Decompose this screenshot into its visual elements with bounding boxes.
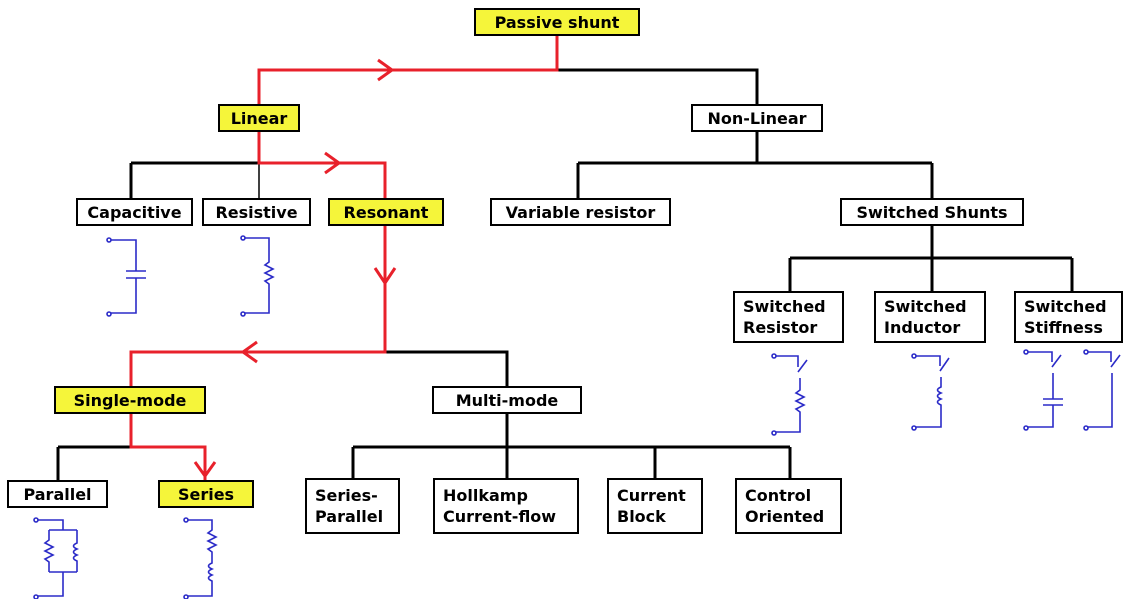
node-control-oriented-line2: Oriented <box>745 507 825 526</box>
path-linear-resonant <box>257 131 387 199</box>
switched-resistor-icon <box>771 353 808 436</box>
node-resonant: Resonant <box>328 198 444 226</box>
arrow-to-resonant-icon <box>324 151 342 175</box>
node-current-block: Current Block <box>607 478 703 534</box>
node-hollkamp-line2: Current-flow <box>443 507 557 526</box>
node-capacitive: Capacitive <box>76 198 193 226</box>
node-switched-stiffness-line2: Stiffness <box>1024 318 1103 337</box>
switch-icon <box>1083 349 1121 431</box>
node-variable-resistor: Variable resistor <box>490 198 671 226</box>
path-singlemode-series <box>129 414 207 480</box>
node-parallel: Parallel <box>7 480 108 508</box>
arrow-down-resonant-icon <box>373 267 397 286</box>
highlighted-path <box>129 34 559 480</box>
node-series: Series <box>158 480 254 508</box>
node-series-parallel: Series- Parallel <box>305 478 400 534</box>
node-switched-resistor-line2: Resistor <box>743 318 818 337</box>
circuit-icons <box>33 235 1121 599</box>
node-switched-resistor-line1: Switched <box>743 297 826 316</box>
node-current-block-line1: Current <box>617 486 686 505</box>
connector-lines <box>56 68 1074 480</box>
node-current-block-line2: Block <box>617 507 666 526</box>
arrow-to-series-icon <box>193 461 217 479</box>
node-hollkamp: Hollkamp Current-flow <box>433 478 579 534</box>
connector-multi-mode <box>385 350 509 386</box>
node-switched-shunts: Switched Shunts <box>840 198 1024 226</box>
node-series-parallel-line1: Series- <box>315 486 378 505</box>
node-control-oriented: Control Oriented <box>735 478 842 534</box>
node-switched-resistor: Switched Resistor <box>733 291 844 343</box>
resistor-icon <box>240 235 275 317</box>
switched-inductor-icon <box>911 353 950 431</box>
node-series-parallel-line2: Parallel <box>315 507 384 526</box>
node-switched-inductor-line1: Switched <box>884 297 967 316</box>
arrow-to-singlemode-icon <box>240 340 258 364</box>
node-switched-stiffness-line1: Switched <box>1024 297 1107 316</box>
node-passive-shunt: Passive shunt <box>474 8 640 36</box>
node-multi-mode: Multi-mode <box>432 386 582 414</box>
arrow-to-linear-icon <box>377 58 395 82</box>
node-hollkamp-line1: Hollkamp <box>443 486 528 505</box>
node-switched-stiffness: Switched Stiffness <box>1014 291 1123 343</box>
switched-capacitor-icon <box>1023 349 1063 431</box>
node-single-mode: Single-mode <box>54 386 206 414</box>
series-rl-icon <box>183 517 218 599</box>
node-non-linear: Non-Linear <box>691 104 823 132</box>
parallel-rl-icon <box>33 517 80 599</box>
connector-root-nonlinear <box>557 68 759 105</box>
node-resistive: Resistive <box>202 198 311 226</box>
node-control-oriented-line1: Control <box>745 486 812 505</box>
path-resonant-singlemode <box>129 226 387 386</box>
node-switched-inductor: Switched Inductor <box>874 291 986 343</box>
path-root-linear <box>257 34 559 104</box>
node-linear: Linear <box>218 104 300 132</box>
node-switched-inductor-line2: Inductor <box>884 318 961 337</box>
capacitor-icon <box>106 237 146 317</box>
